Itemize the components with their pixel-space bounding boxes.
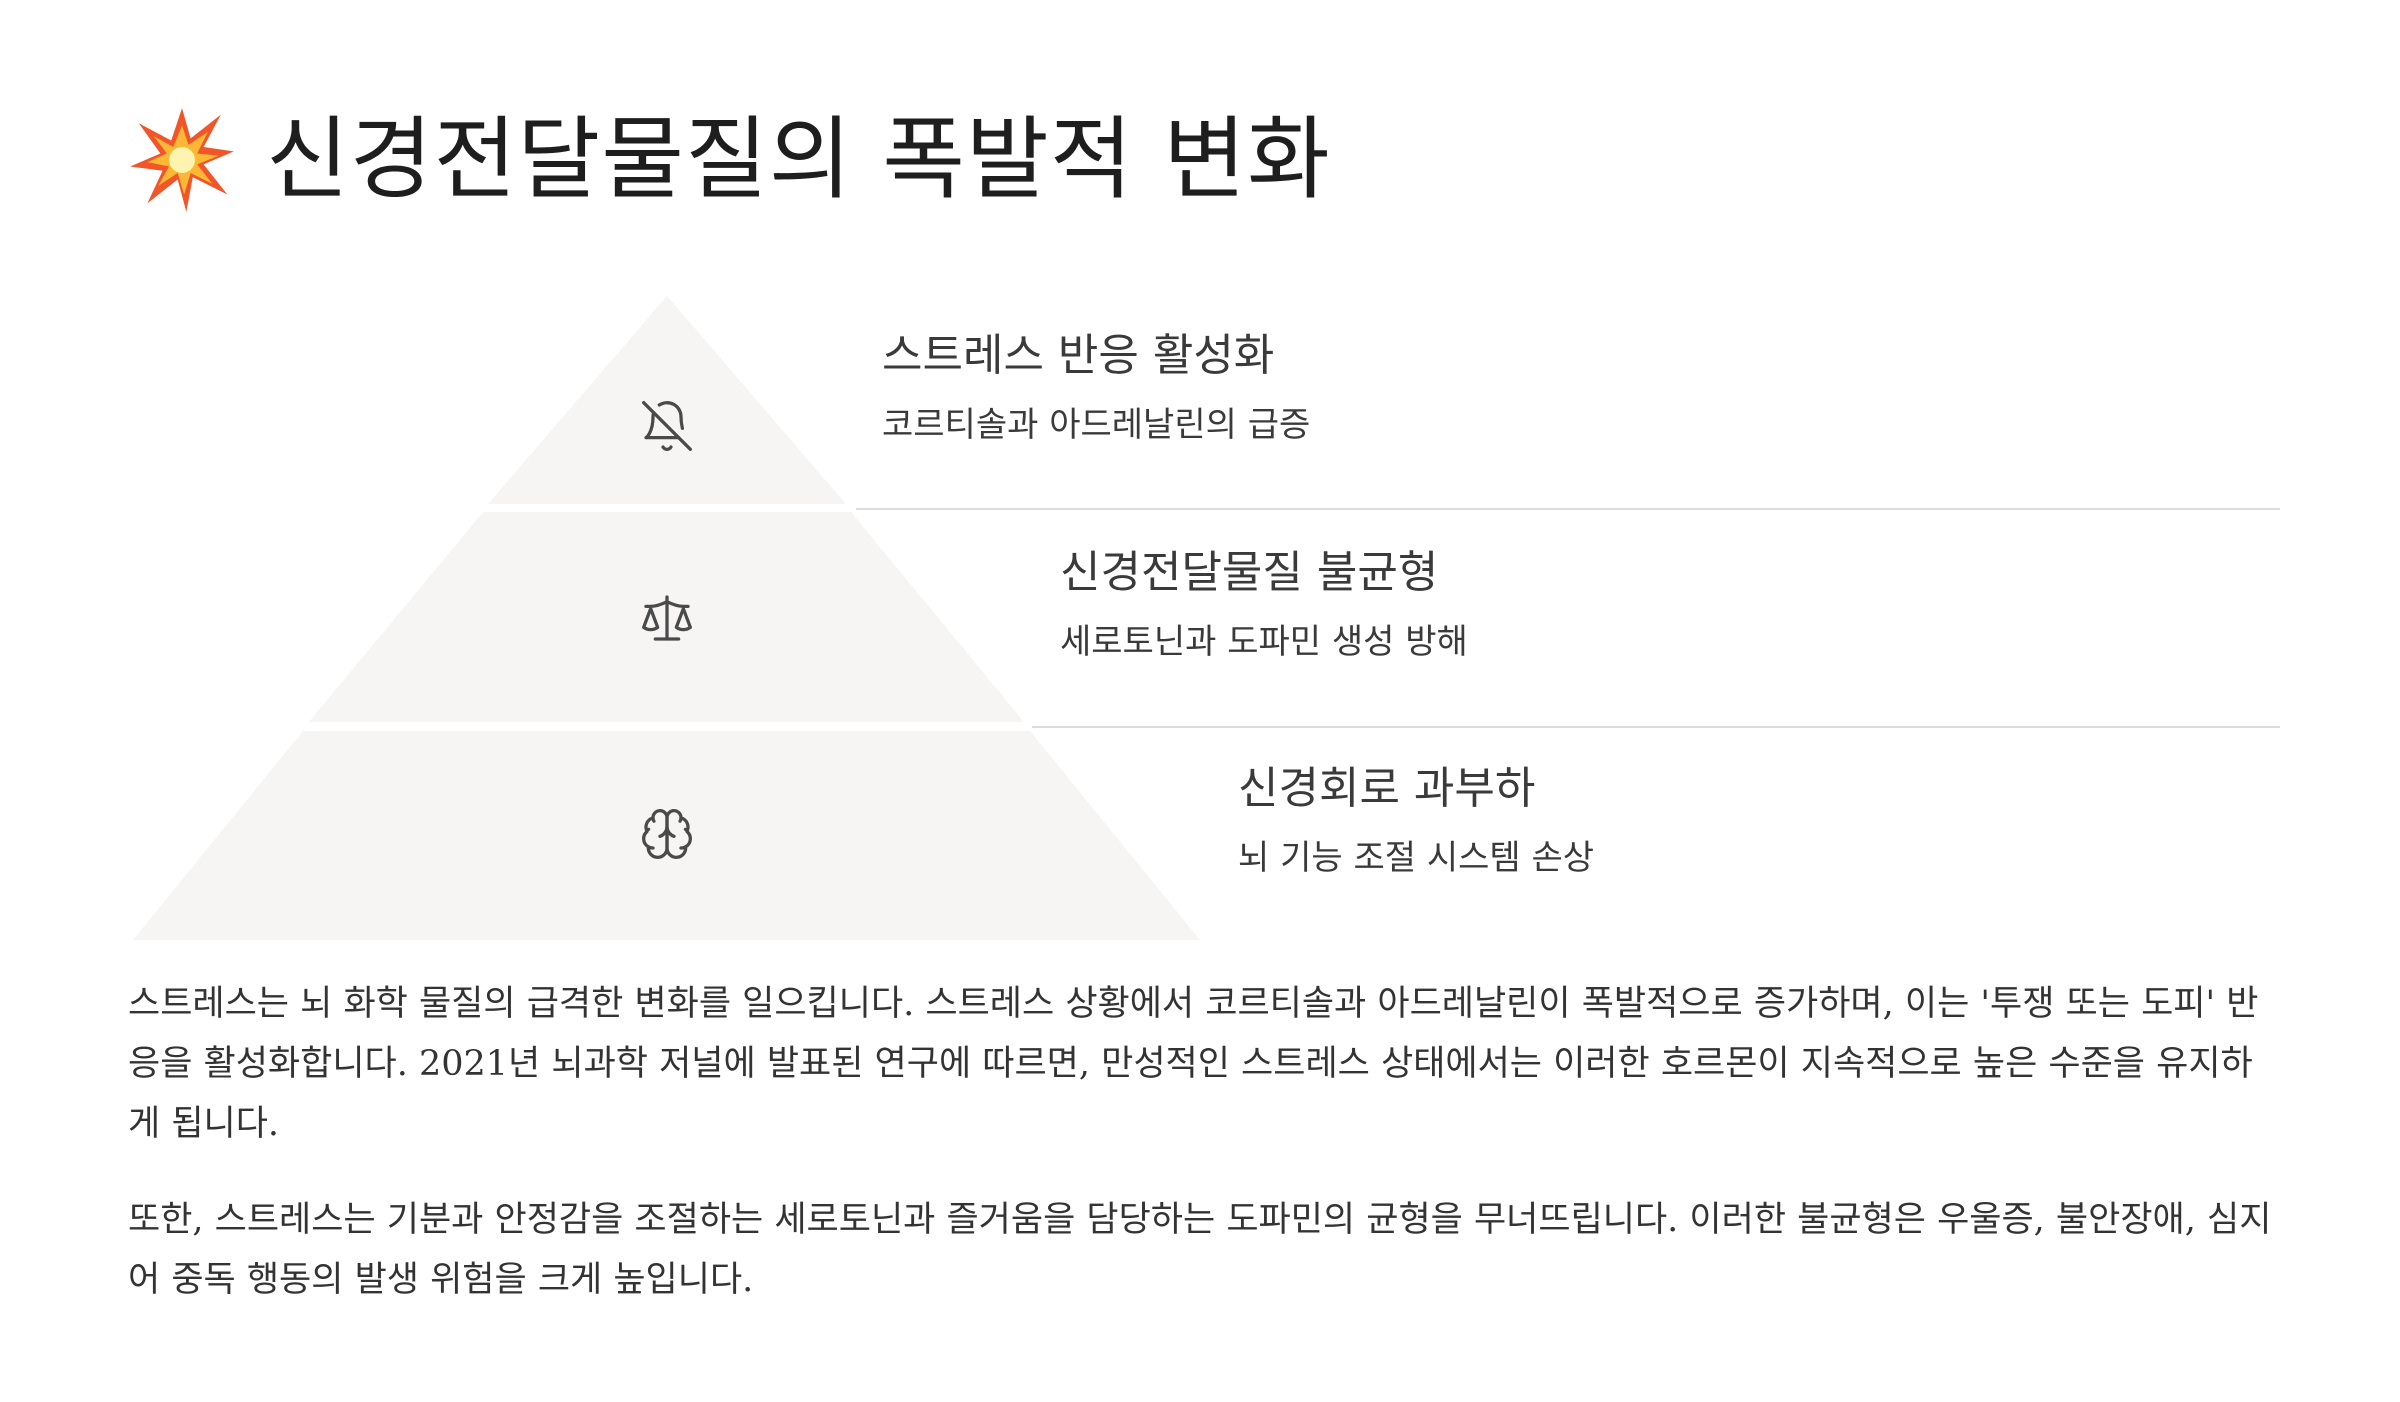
page-title: 신경전달물질의 폭발적 변화 bbox=[128, 100, 1331, 220]
title-text: 신경전달물질의 폭발적 변화 bbox=[266, 107, 1331, 212]
collision-icon bbox=[130, 108, 234, 212]
tier-2-text: 신경전달물질 불균형 세로토닌과 도파민 생성 방해 bbox=[1060, 547, 1468, 663]
paragraph-2: 또한, 스트레스는 기분과 안정감을 조절하는 세로토닌과 즐거움을 담당하는 … bbox=[128, 1200, 2272, 1300]
tier-1-text: 스트레스 반응 활성화 코르티솔과 아드레날린의 급증 bbox=[882, 330, 1310, 446]
tier-1-description: 코르티솔과 아드레날린의 급증 bbox=[882, 404, 1311, 445]
pyramid-tier-1 bbox=[488, 296, 846, 504]
tier-2-description: 세로토닌과 도파민 생성 방해 bbox=[1060, 621, 1468, 662]
brain-icon bbox=[639, 806, 695, 862]
tier-3-text: 신경회로 과부하 뇌 기능 조절 시스템 손상 bbox=[1238, 763, 1594, 879]
divider-1 bbox=[856, 508, 2280, 510]
scale-icon bbox=[639, 590, 695, 646]
tier-3-description: 뇌 기능 조절 시스템 손상 bbox=[1238, 837, 1595, 878]
bell-off-icon bbox=[639, 398, 695, 454]
paragraph-1: 스트레스는 뇌 화학 물질의 급격한 변화를 일으킵니다. 스트레스 상황에서 … bbox=[128, 984, 2259, 1144]
tier-3-title: 신경회로 과부하 bbox=[1238, 763, 1536, 814]
divider-2 bbox=[1032, 726, 2280, 728]
tier-1-title: 스트레스 반응 활성화 bbox=[882, 330, 1275, 381]
tier-2-title: 신경전달물질 불균형 bbox=[1060, 547, 1439, 598]
pyramid-diagram bbox=[133, 296, 1200, 940]
